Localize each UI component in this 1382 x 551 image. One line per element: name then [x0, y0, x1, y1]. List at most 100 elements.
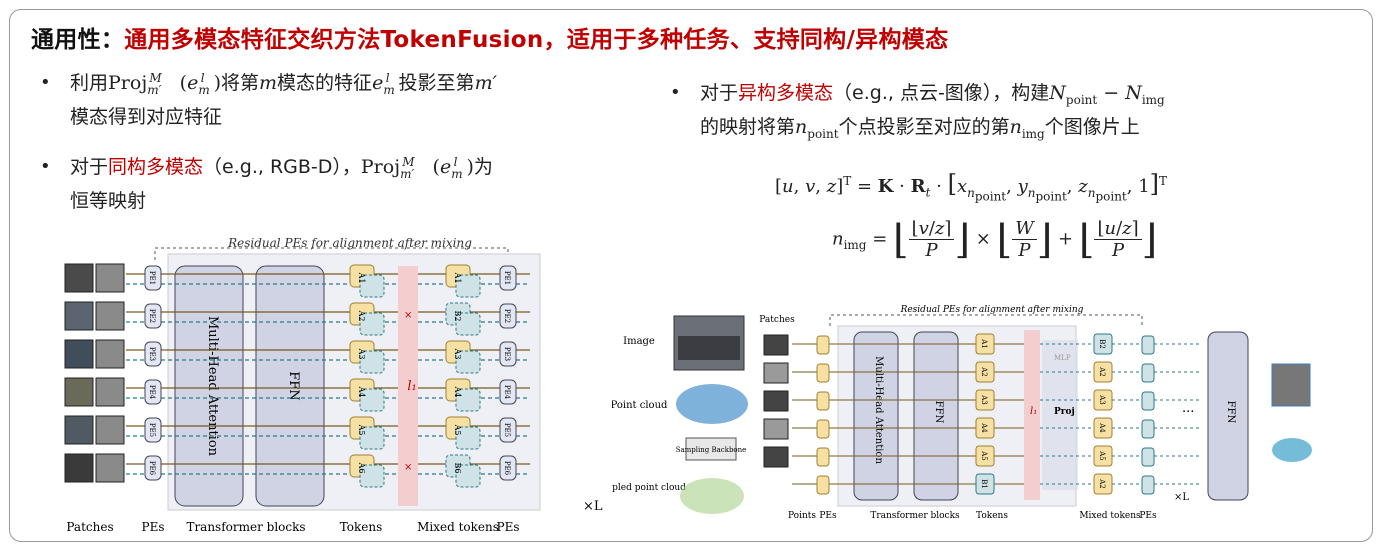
- ld-token-label: A5: [357, 424, 366, 436]
- rd-ffn2-block: [1207, 331, 1249, 501]
- rb1-mapping: Npoint − Nimg: [1049, 82, 1165, 107]
- rd-patch: [763, 418, 789, 440]
- lb1-mprime: m′: [474, 72, 497, 94]
- lb2-pre: 对于: [70, 156, 109, 178]
- rd-mixed-label: A3: [1098, 394, 1106, 405]
- lb2-feature: (eml): [432, 154, 474, 181]
- ld-token-b: [359, 426, 385, 450]
- rd-residual-path: [829, 314, 1143, 326]
- ld-bottom-label: PEs: [497, 520, 520, 534]
- rd-sampling-box: [685, 437, 737, 461]
- rd-pe-box: [816, 447, 830, 467]
- rd-patches-label: Patches: [759, 315, 795, 325]
- ld-bottom-label: Patches: [66, 520, 113, 534]
- left-bullet-2: • 对于同构多模态（e.g., RGB-D），Projm′M (eml)为 恒等…: [40, 150, 630, 218]
- rd-sampled-shape: [680, 478, 744, 514]
- rd-token-label: A1: [980, 338, 988, 349]
- slide-title: 通用性：通用多模态特征交织方法TokenFusion，适用于多种任务、支持同构/…: [31, 20, 948, 54]
- ld-bottom-label: Transformer blocks: [186, 520, 305, 534]
- rd-proj-box: [1042, 340, 1078, 490]
- slide-frame: [9, 9, 1373, 542]
- ld-bottom-label: Tokens: [340, 520, 383, 534]
- rd-mixed-token: [1093, 473, 1113, 495]
- rd-pe-box-out: [1141, 363, 1155, 383]
- ld-pe-label-out: PE3: [503, 347, 511, 361]
- ld-pe-label: PE2: [148, 309, 156, 323]
- rd-point-cloud-label: Point cloud: [612, 400, 668, 411]
- rd-pe-box-out: [1141, 475, 1155, 495]
- ld-ffn-label: FFN: [286, 371, 301, 400]
- rd-ffn-label: FFN: [933, 401, 944, 424]
- rb1-npoint: npoint: [795, 116, 839, 141]
- ld-bottom-label: PEs: [142, 520, 165, 534]
- rd-patch: [763, 362, 789, 384]
- ld-pe-label-out: PE5: [503, 423, 511, 437]
- ld-pe-label-out: PE6: [503, 461, 511, 476]
- lb2-red: 同构多模态: [108, 156, 204, 178]
- ld-pe-label: PE4: [148, 385, 156, 400]
- rd-mlp-label: MLP: [1054, 354, 1071, 362]
- rd-pe-box: [816, 475, 830, 495]
- rd-patch: [763, 334, 789, 356]
- lb1-feature: (eml): [179, 70, 221, 97]
- rd-mixed-token: [1093, 417, 1113, 439]
- ld-patch-rgb: [64, 415, 94, 445]
- rd-pe-box: [816, 335, 830, 355]
- ld-token-label: A2: [357, 310, 366, 322]
- rd-token-label: A4: [980, 422, 988, 433]
- rd-bottom-label: Transformer blocks: [870, 511, 960, 521]
- ld-bottom-label: Mixed tokens: [417, 520, 499, 534]
- ld-token-label: A3: [357, 348, 366, 360]
- ld-mixed-label: B2: [453, 311, 462, 322]
- lb1-proj: Projm′M: [108, 70, 162, 97]
- ld-patch-rgb: [64, 301, 94, 331]
- rd-patch: [763, 446, 789, 468]
- ld-pe-box-out: [499, 379, 517, 405]
- formula-projection: [u, v, z]T = K · Rt · [xnpoint, ynpoint,…: [775, 170, 1168, 203]
- ld-mixed-label: B6: [453, 463, 462, 474]
- ld-pe-box-out: [499, 341, 517, 367]
- ld-token-b: [359, 464, 385, 488]
- ld-token-label: A4: [357, 386, 366, 398]
- ld-patch-rgb: [64, 453, 94, 483]
- ld-pe-box-out: [499, 417, 517, 443]
- ld-pe-label: PE3: [148, 347, 156, 361]
- rd-bottom-label: PEs: [1139, 511, 1157, 521]
- rd-attention-label: Multi-Head Attention: [873, 356, 884, 464]
- rd-ffn-block: [913, 331, 959, 501]
- rd-sampling-label: Sampling Backbone: [676, 446, 747, 454]
- rd-times-L: ×L: [1174, 492, 1189, 503]
- ld-token-label: A1: [357, 272, 366, 284]
- lb1-mid: 将第: [221, 72, 260, 94]
- ld-pe-box: [144, 341, 162, 367]
- rd-pe-box-out: [1141, 335, 1155, 355]
- ld-patch-depth: [95, 263, 125, 293]
- ld-patch-depth: [95, 415, 125, 445]
- ld-pe-label-out: PE4: [503, 385, 511, 400]
- rd-pe-box: [816, 391, 830, 411]
- ld-mixed-token-b: [455, 464, 481, 488]
- rd-token-label: A2: [980, 366, 988, 377]
- ld-ffn-block: [255, 265, 325, 507]
- rd-output-cloud: [1272, 438, 1312, 462]
- lb1-e: eml: [372, 70, 395, 97]
- rd-token: [975, 473, 995, 495]
- ld-pe-box-out: [499, 265, 517, 291]
- ld-token-b: [359, 274, 385, 298]
- ld-cross-mark: ×: [404, 310, 412, 321]
- ld-mixed-token-b: [455, 426, 481, 450]
- rb1-line2-mid: 个点投影至对应的第: [838, 116, 1010, 138]
- left-architecture-diagram: Residual PEs for alignment after mixing …: [64, 238, 603, 534]
- lb1-m: m: [259, 72, 278, 94]
- ld-attention-label: Multi-Head Attention: [205, 316, 220, 457]
- ld-pe-label-out: PE1: [503, 271, 511, 285]
- rd-l1-label: l₁: [1030, 406, 1037, 417]
- ld-cross-mark: ×: [404, 462, 412, 473]
- right-architecture-diagram: Residual PEs for alignment after mixing …: [612, 305, 1312, 521]
- rb1-nimg: nimg: [1009, 116, 1045, 141]
- ld-pe-label: PE5: [148, 423, 156, 437]
- ld-patch-rgb: [64, 339, 94, 369]
- rd-mixed-label: A4: [1098, 422, 1106, 433]
- ld-residual-path: [154, 247, 509, 260]
